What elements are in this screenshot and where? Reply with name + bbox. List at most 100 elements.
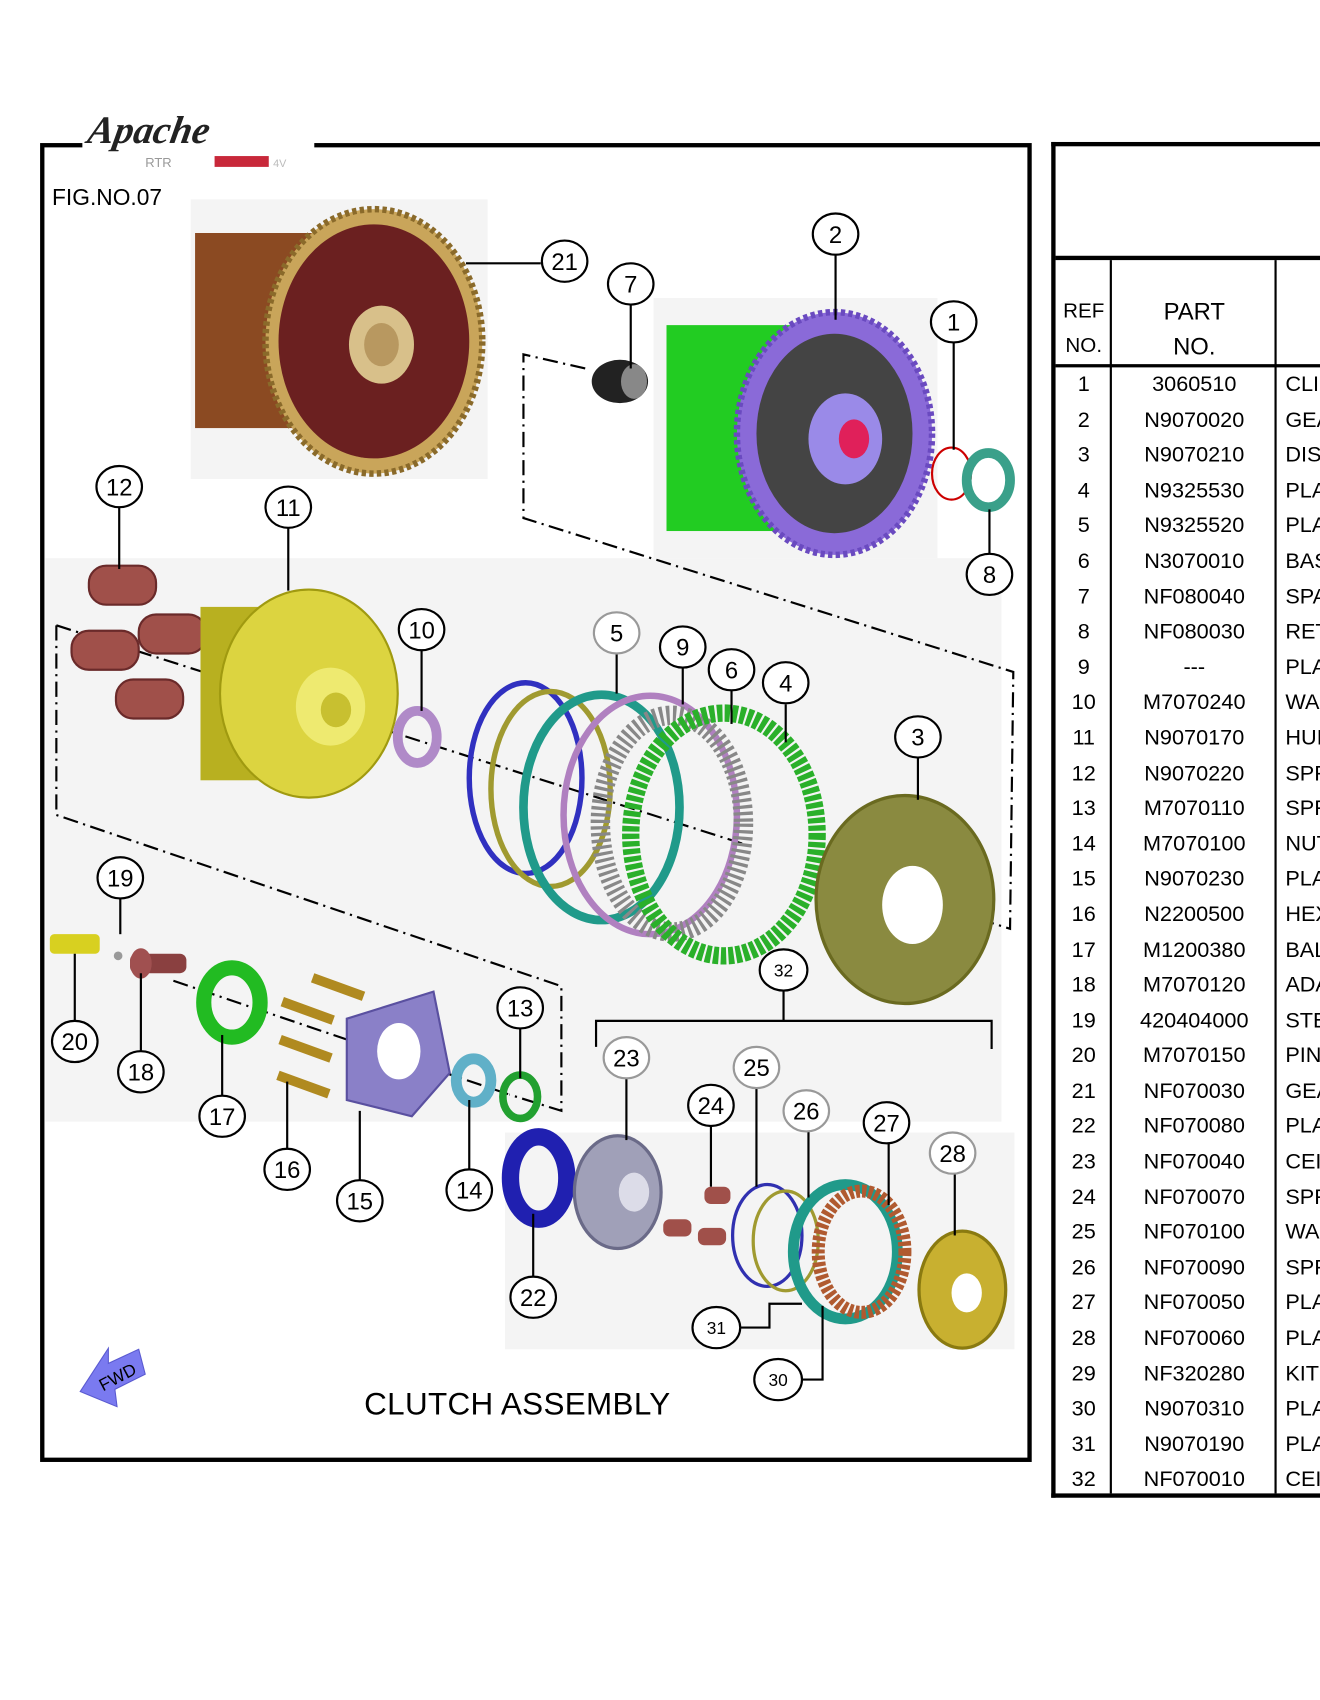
part-no-cell: N3070010 (1144, 549, 1245, 574)
callout-32: 32 (758, 948, 809, 992)
part-20-pin (49, 934, 100, 954)
ref-no-cell: 28 (1071, 1326, 1096, 1351)
table-row: 31 N9070190 PLA (1056, 1427, 1320, 1462)
table-row: 2N9070020GEA (1056, 403, 1320, 438)
table-row: 14M7070100NUT (1056, 827, 1320, 862)
table-row: 28NF070060PLA (1056, 1321, 1320, 1356)
callout-number: 1 (947, 310, 960, 337)
part-4-plate (622, 704, 826, 965)
description-cell: GEA (1285, 408, 1320, 432)
callout-1: 1 (929, 300, 978, 344)
callout-11: 11 (264, 485, 313, 529)
part-no-cell: N9070210 (1144, 443, 1245, 468)
callout-24: 24 (687, 1083, 735, 1128)
leader-lines (73, 254, 993, 1381)
description-cell: WA (1285, 690, 1320, 715)
table-row: 16 N2200500 HEX (1056, 897, 1320, 932)
part-no-cell: NF070100 (1143, 1220, 1245, 1245)
callout-number: 27 (873, 1110, 900, 1137)
part-no-cell: N9070310 (1144, 1397, 1245, 1422)
table-row: 24NF070070SPF (1056, 1180, 1320, 1215)
part-no-header: PART NO. (1112, 260, 1277, 364)
callout-number: 25 (743, 1055, 770, 1082)
part-no-cell: N9070220 (1144, 761, 1245, 786)
figure-title: CLUTCH ASSEMBLY (364, 1387, 671, 1422)
ref-no-cell: 21 (1071, 1079, 1096, 1104)
header-divider (1055, 364, 1320, 368)
table-row: 7NF080040SPA (1056, 579, 1320, 614)
header-text: NO. (1065, 334, 1103, 358)
part-no-cell: NF070050 (1143, 1291, 1245, 1316)
description-cell: PLA (1285, 1432, 1320, 1457)
part-28-plate (917, 1229, 1008, 1350)
callout-14: 14 (445, 1168, 494, 1212)
description-cell: PLA (1285, 1397, 1320, 1422)
ref-no-header: REF NO. (1056, 260, 1112, 364)
callout-26: 26 (782, 1089, 831, 1133)
table-row: 17M1200380BAL (1056, 933, 1320, 968)
table-row: 9---PLA (1056, 650, 1320, 685)
table-row: 8NF080030RET (1056, 615, 1320, 650)
callout-15: 15 (335, 1179, 384, 1223)
description-cell: HEX (1285, 902, 1320, 927)
part-7-spacer (591, 359, 649, 404)
part-16-hex-bolts (276, 973, 366, 1099)
part-no-cell: N9070190 (1144, 1432, 1245, 1457)
part-6-plate (519, 690, 684, 925)
ref-no-cell: 16 (1071, 902, 1096, 927)
table-row: 27NF070050PLA (1056, 1286, 1320, 1321)
part-24-springs (663, 1186, 731, 1246)
table-row: 18M7070120ADA (1056, 968, 1320, 1003)
description-cell: RET (1285, 620, 1320, 644)
part-no-cell: N2200500 (1144, 902, 1245, 927)
callout-number: 12 (106, 474, 133, 501)
column-divider (1109, 260, 1112, 1494)
callout-22: 22 (509, 1275, 558, 1319)
part-21-gear-housing (195, 205, 486, 477)
part-no-cell: N9070020 (1144, 408, 1245, 432)
description-cell: CEI (1285, 1467, 1320, 1492)
description-cell: STE (1285, 1008, 1320, 1033)
part-no-cell: N9325520 (1144, 514, 1245, 538)
callout-2: 2 (811, 212, 860, 256)
ref-no-cell: 31 (1071, 1432, 1096, 1457)
part-no-cell: NF070040 (1143, 1149, 1245, 1174)
ref-no-cell: 13 (1071, 796, 1096, 821)
ref-no-cell: 29 (1071, 1361, 1096, 1386)
callout-number: 32 (774, 960, 793, 980)
callout-12: 12 (95, 464, 144, 509)
table-row: 21NF070030GEA (1056, 1074, 1320, 1109)
part-no-cell: M1200380 (1143, 937, 1246, 962)
callout-number: 14 (456, 1178, 483, 1205)
callout-number: 5 (610, 621, 623, 648)
callout-5: 5 (592, 611, 641, 655)
part-11-clutch-hub (200, 588, 399, 799)
ref-no-cell: 7 (1077, 584, 1090, 609)
callout-25: 25 (732, 1045, 781, 1090)
part-no-cell: N9070230 (1144, 867, 1245, 892)
callout-19: 19 (96, 856, 145, 900)
table-row: 22NF070080PLA (1056, 1109, 1320, 1144)
callout-number: 21 (551, 249, 578, 276)
ref-no-cell: 22 (1071, 1114, 1096, 1139)
table-body: 13060510CLI2N9070020GEA3N9070210DIS4N932… (1056, 367, 1320, 1497)
ref-no-cell: 25 (1071, 1220, 1096, 1245)
part-no-cell: N9070170 (1144, 726, 1245, 750)
callout-7: 7 (606, 262, 655, 306)
ref-no-cell: 6 (1077, 549, 1090, 574)
part-no-cell: 420404000 (1140, 1008, 1249, 1033)
table-row: 26NF070090SPF (1056, 1250, 1320, 1285)
diagram-frame (40, 143, 1032, 1462)
callout-number: 18 (128, 1059, 155, 1086)
part-no-cell: 3060510 (1152, 372, 1237, 397)
table-row: 13M7070110SPF (1056, 791, 1320, 826)
description-cell: PLA (1285, 655, 1320, 680)
part-8-retainer (961, 448, 1015, 513)
description-cell: GEA (1285, 1079, 1320, 1104)
ref-no-cell: 23 (1071, 1149, 1096, 1174)
part-27-plates (787, 1179, 912, 1325)
